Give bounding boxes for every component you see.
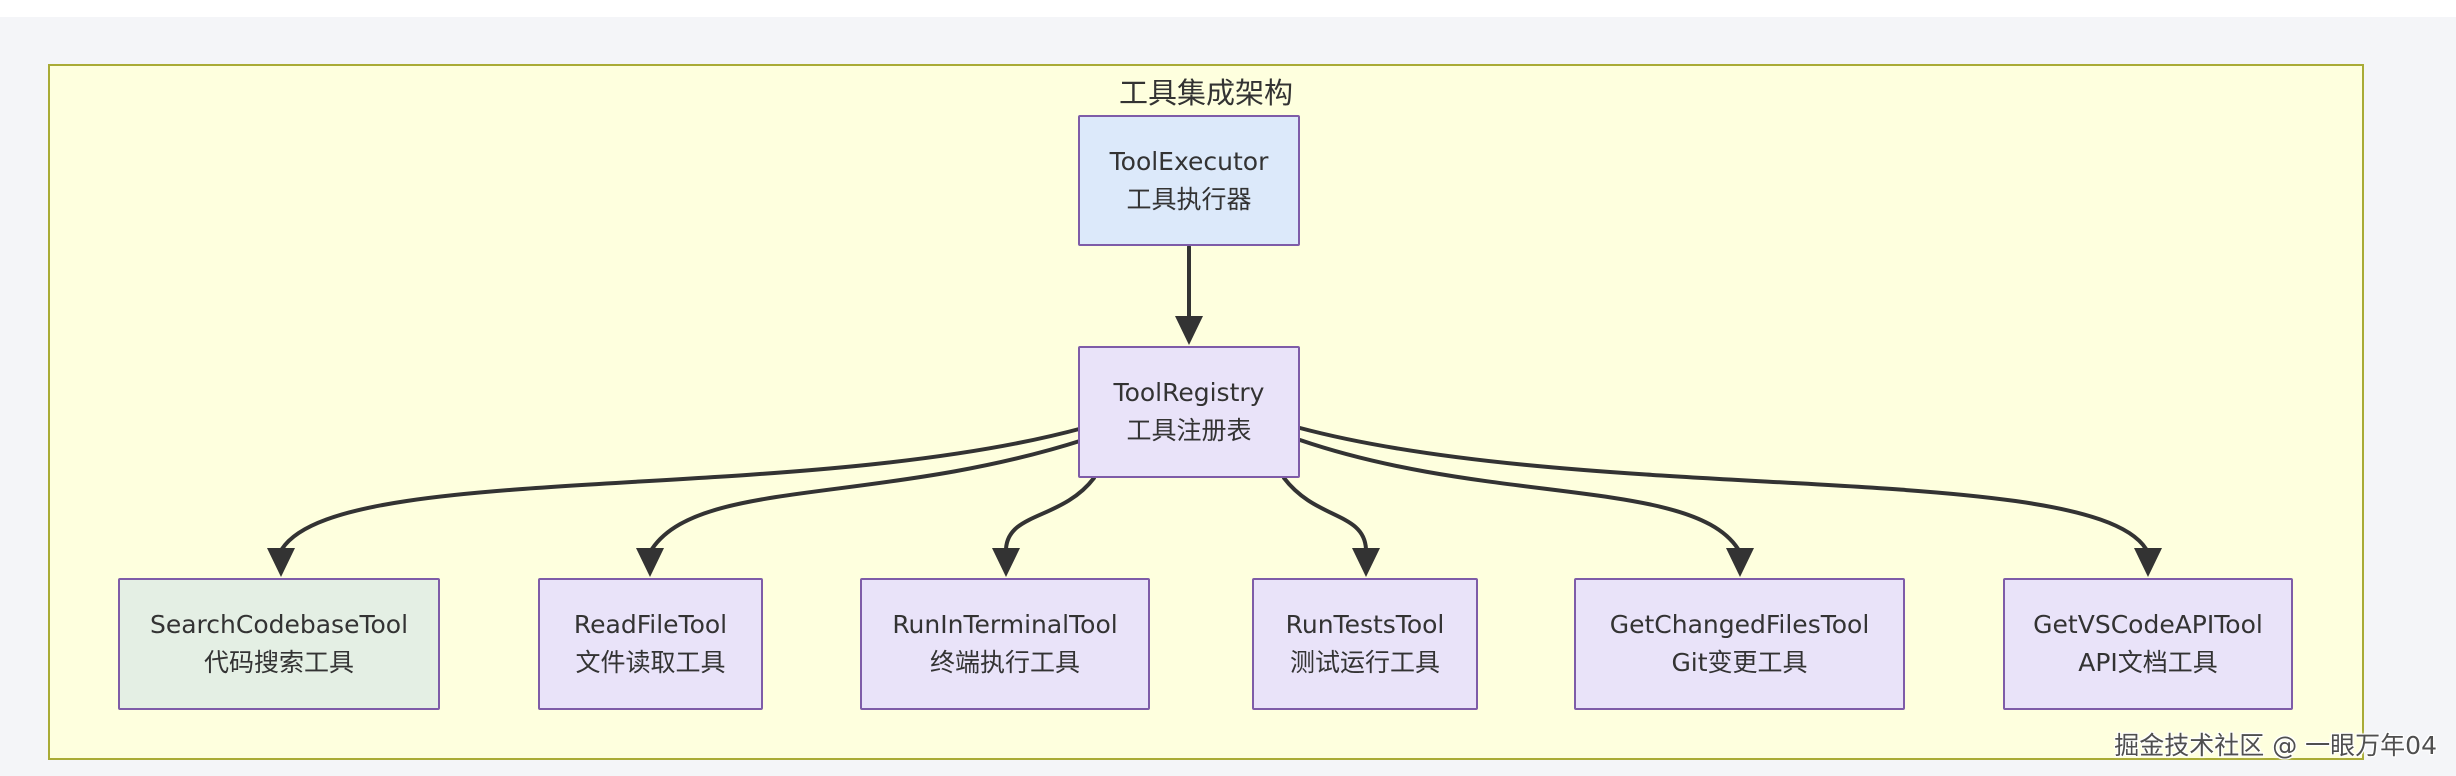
node-label: 终端执行工具 [929, 648, 1080, 677]
node-runinterminaltool: RunInTerminalTool 终端执行工具 [860, 578, 1150, 710]
node-name: RunTestsTool [1285, 610, 1445, 639]
node-getchangedfilestool: GetChangedFilesTool Git变更工具 [1574, 578, 1905, 710]
node-label: 代码搜索工具 [203, 648, 354, 677]
node-name: ToolRegistry [1113, 378, 1265, 407]
node-label: 文件读取工具 [575, 648, 726, 677]
watermark: 掘金技术社区 @ 一眼万年04 [2114, 731, 2437, 760]
node-runteststool: RunTestsTool 测试运行工具 [1252, 578, 1478, 710]
node-getvscodeapitool: GetVSCodeAPITool API文档工具 [2003, 578, 2293, 710]
node-label: 工具执行器 [1126, 184, 1252, 214]
node-name: ReadFileTool [573, 610, 728, 639]
cluster-title: 工具集成架构 [1118, 76, 1294, 110]
node-toolregistry: ToolRegistry 工具注册表 [1078, 346, 1300, 478]
node-label: API文档工具 [2078, 648, 2218, 677]
node-toolexecutor: ToolExecutor 工具执行器 [1078, 115, 1300, 246]
node-name: GetChangedFilesTool [1609, 610, 1870, 639]
node-readfiletool: ReadFileTool 文件读取工具 [538, 578, 763, 710]
node-label: 测试运行工具 [1289, 648, 1440, 677]
node-searchcodebasetool: SearchCodebaseTool 代码搜索工具 [118, 578, 440, 710]
node-label: 工具注册表 [1126, 416, 1252, 445]
node-label: Git变更工具 [1671, 648, 1808, 677]
node-name: RunInTerminalTool [892, 610, 1118, 639]
top-strip [0, 0, 2456, 17]
node-name: ToolExecutor [1109, 146, 1269, 176]
node-name: GetVSCodeAPITool [2033, 610, 2263, 639]
node-name: SearchCodebaseTool [149, 610, 409, 639]
